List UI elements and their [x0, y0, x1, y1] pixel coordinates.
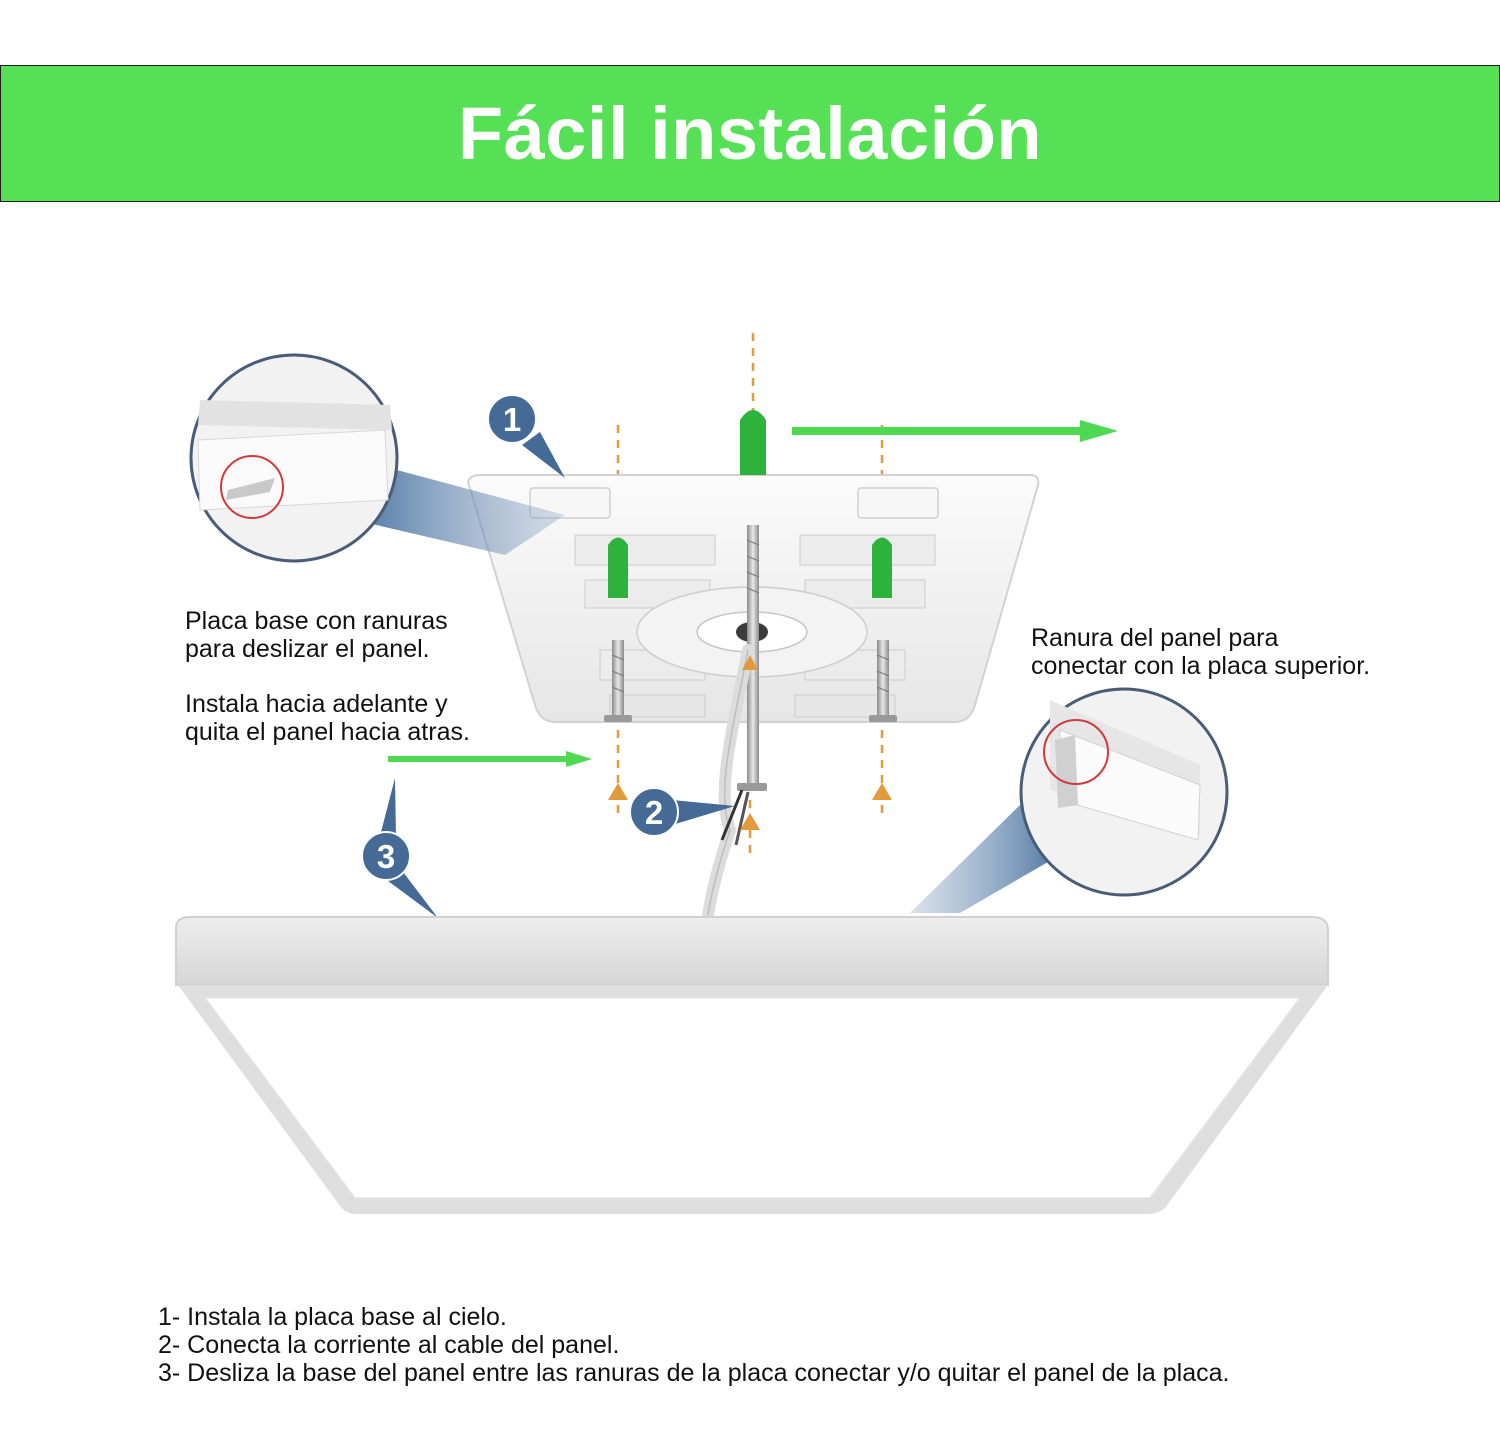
- led-panel-diffuser: [203, 997, 1302, 1199]
- slide-arrow-bottom-shaft: [388, 756, 568, 762]
- caption-panel-slot-line1: Ranura del panel para: [1031, 624, 1279, 652]
- callout-2-number: 2: [645, 794, 663, 831]
- caption-base-plate: Placa base con ranuras para deslizar el …: [185, 607, 448, 663]
- callout-3-number: 3: [377, 838, 395, 875]
- instruction-steps: 1- Instala la placa base al cielo. 2- Co…: [158, 1303, 1229, 1387]
- callout-3: 3: [361, 778, 438, 918]
- caption-base-plate-line2: para deslizar el panel.: [185, 635, 430, 663]
- caption-panel-slot: Ranura del panel para conectar con la pl…: [1031, 624, 1370, 680]
- orange-up-arrows: [608, 655, 892, 830]
- up-arrow-center: [740, 813, 760, 830]
- step-1: 1- Instala la placa base al cielo.: [158, 1303, 507, 1331]
- callout-1: 1: [487, 394, 565, 478]
- zoom-beam-right: [910, 800, 1060, 913]
- led-panel-rim: [175, 916, 1329, 986]
- zoom-beam-left: [355, 465, 565, 555]
- detail-circle-panel-slot: [1019, 687, 1229, 897]
- anchor-left: [608, 537, 628, 598]
- caption-install-direction: Instala hacia adelante y quita el panel …: [185, 690, 470, 746]
- title-banner: Fácil instalación: [0, 65, 1500, 202]
- up-arrow-plate: [742, 655, 758, 670]
- caption-panel-slot-line2: conectar con la placa superior.: [1031, 652, 1371, 680]
- slide-arrow-bottom-head: [566, 751, 592, 767]
- slide-arrows: [388, 420, 1118, 767]
- caption-install-direction-line2: quita el panel hacia atras.: [185, 718, 470, 746]
- screw-left: [612, 640, 624, 718]
- step-3: 3- Desliza la base del panel entre las r…: [158, 1359, 1230, 1387]
- wall-anchors: [608, 410, 892, 598]
- detail-circle-plate-slot: [189, 353, 399, 563]
- caption-install-direction-line1: Instala hacia adelante y: [185, 690, 448, 718]
- up-arrow-left: [608, 783, 628, 800]
- step-2: 2- Conecta la corriente al cable del pan…: [158, 1331, 620, 1359]
- slide-arrow-top-shaft: [792, 427, 1084, 435]
- screw-right: [877, 640, 889, 718]
- up-arrow-right: [872, 783, 892, 800]
- power-cable: [702, 644, 754, 921]
- callout-1-number: 1: [503, 401, 521, 438]
- led-panel: [175, 916, 1329, 1214]
- caption-base-plate-line1: Placa base con ranuras: [185, 607, 448, 635]
- anchor-right: [872, 537, 892, 598]
- callout-2: 2: [629, 787, 735, 837]
- anchor-center: [740, 410, 766, 475]
- slide-arrow-top-head: [1080, 420, 1118, 442]
- page-title: Fácil instalación: [457, 92, 1043, 175]
